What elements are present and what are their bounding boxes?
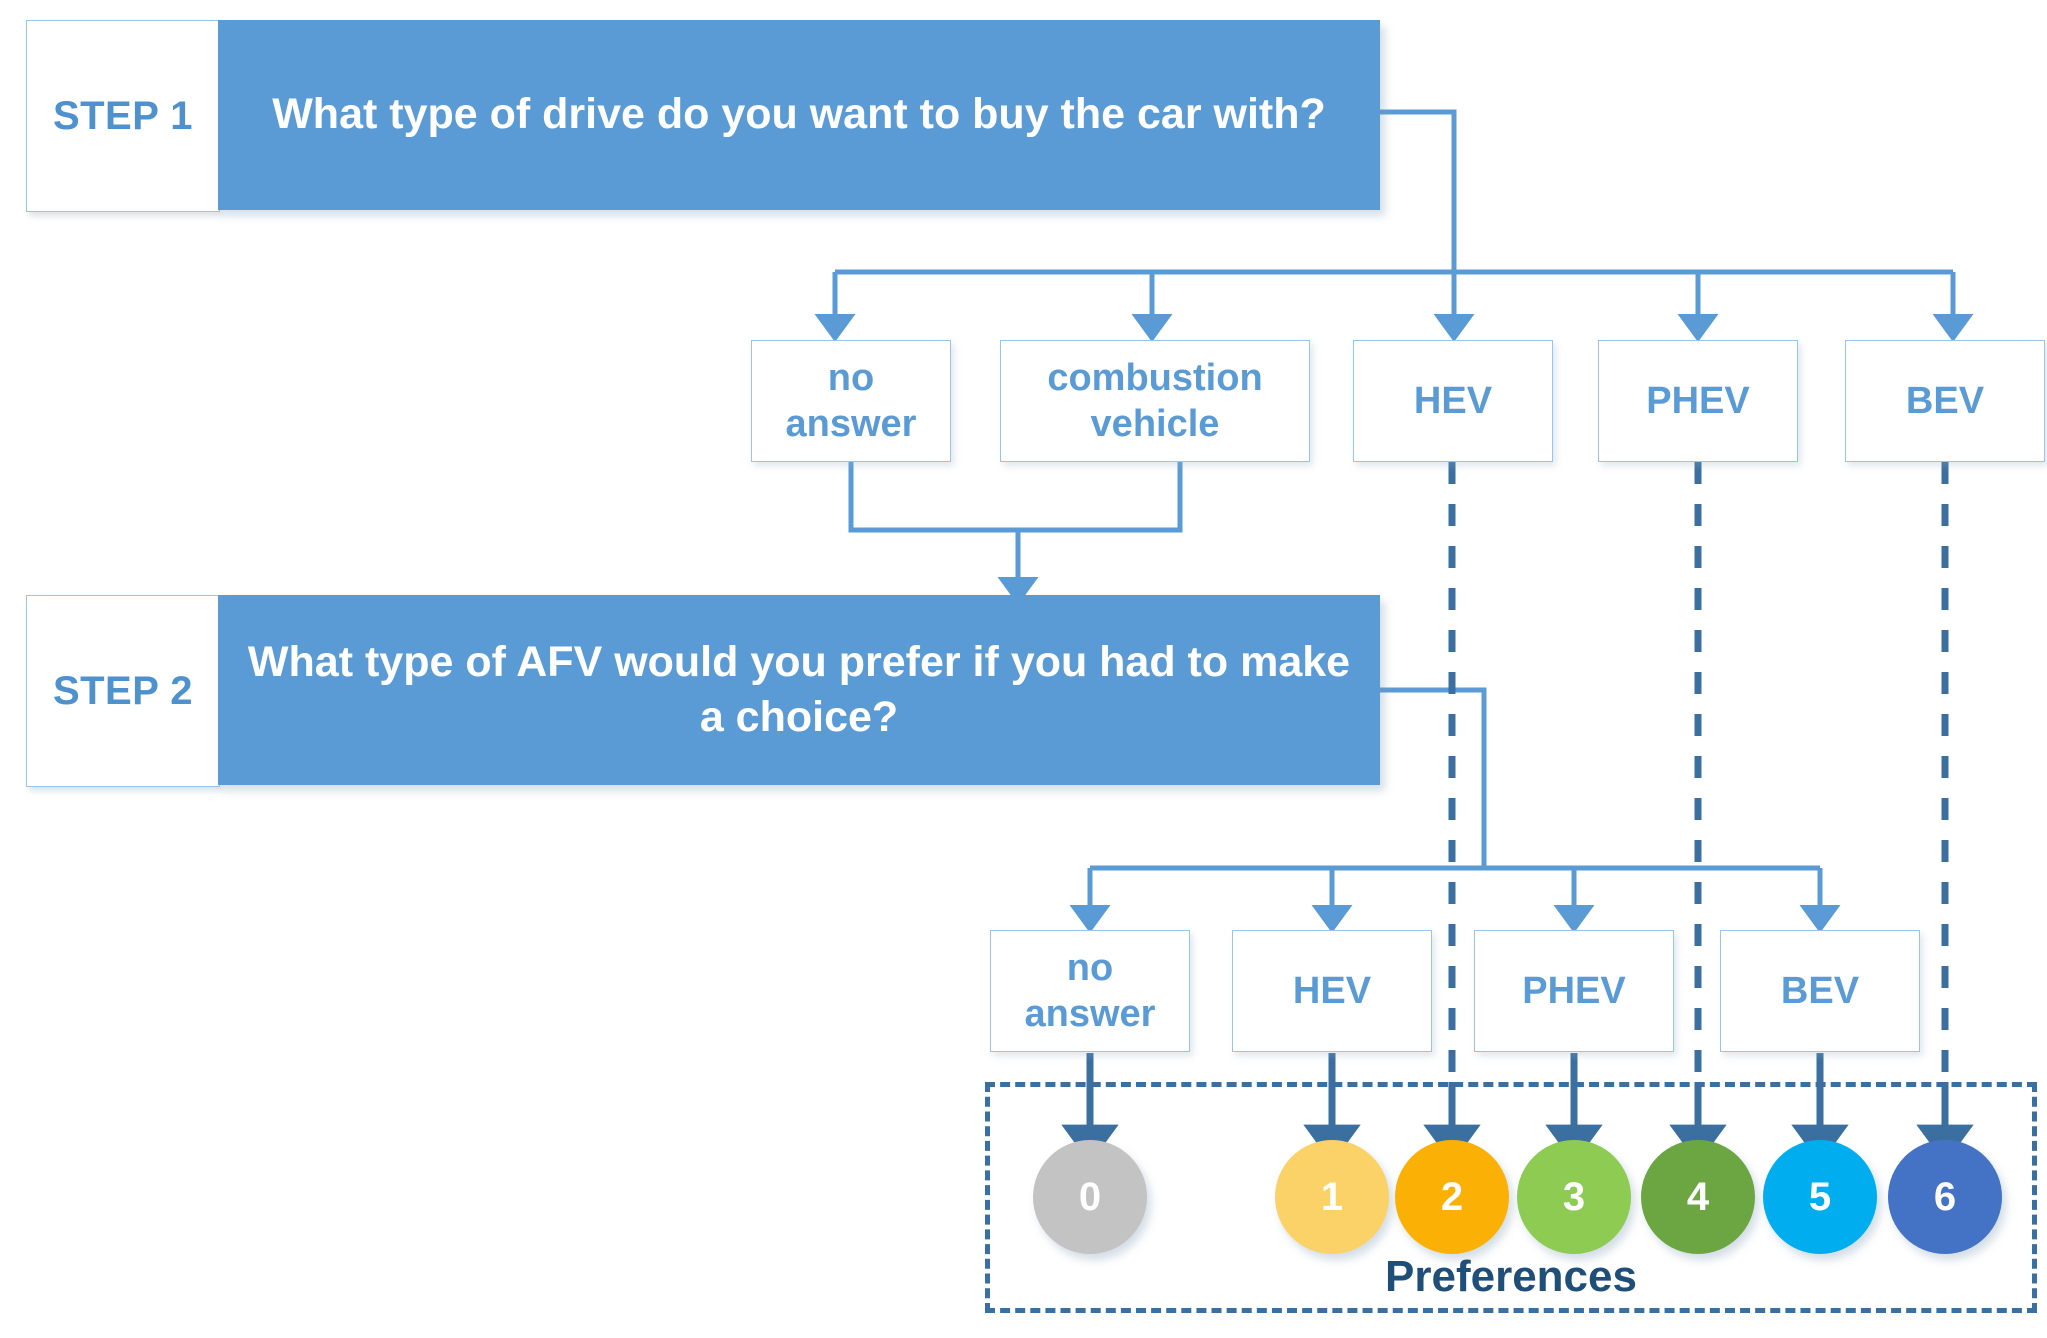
step1-option-phev[interactable]: PHEV — [1598, 340, 1798, 462]
step-2-question-bar: What type of AFV would you prefer if you… — [218, 595, 1380, 785]
preference-circle-5[interactable]: 5 — [1763, 1140, 1877, 1254]
preference-circle-1[interactable]: 1 — [1275, 1140, 1389, 1254]
step1-option-no-answer-label: no answer — [786, 355, 917, 448]
step2-option-hev[interactable]: HEV — [1232, 930, 1432, 1052]
preference-circle-2[interactable]: 2 — [1395, 1140, 1509, 1254]
step1-option-hev-label: HEV — [1413, 379, 1493, 422]
step-2-tag: STEP 2 — [26, 595, 220, 787]
step1-option-combustion-vehicle-label: combustion vehicle — [1047, 355, 1262, 448]
preference-circle-0[interactable]: 0 — [1033, 1140, 1147, 1254]
step-1-question-bar: What type of drive do you want to buy th… — [218, 20, 1380, 210]
step-2-tag-label: STEP 2 — [52, 668, 194, 713]
step-2-question-text: What type of AFV would you prefer if you… — [247, 637, 1351, 741]
step2-option-no-answer-label: no answer — [1025, 945, 1156, 1038]
preference-circle-3[interactable]: 3 — [1517, 1140, 1631, 1254]
line-2: answer — [785, 403, 917, 445]
step2-option-no-answer[interactable]: no answer — [990, 930, 1190, 1052]
step-1-tag: STEP 1 — [26, 20, 220, 212]
preference-circle-5-value: 5 — [1808, 1174, 1832, 1219]
step2-option-phev[interactable]: PHEV — [1474, 930, 1674, 1052]
step1-option-bev[interactable]: BEV — [1845, 340, 2045, 462]
preference-circle-4-value: 4 — [1686, 1174, 1710, 1219]
preference-circle-6-value: 6 — [1933, 1174, 1957, 1219]
preferences-label: Preferences — [985, 1252, 2037, 1302]
preference-circle-1-value: 1 — [1320, 1174, 1344, 1219]
step1-option-no-answer[interactable]: no answer — [751, 340, 951, 462]
step1-option-combustion-vehicle[interactable]: combustion vehicle — [1000, 340, 1310, 462]
step2-option-phev-label: PHEV — [1522, 969, 1626, 1012]
preferences-frame — [985, 1082, 2037, 1313]
line-1: no — [827, 356, 875, 399]
step1-option-phev-label: PHEV — [1646, 379, 1750, 422]
step2-option-bev-label: BEV — [1780, 969, 1860, 1012]
preferences-label-text: Preferences — [1385, 1252, 1637, 1301]
step-1-question-text: What type of drive do you want to buy th… — [272, 90, 1326, 139]
line-2: vehicle — [1090, 403, 1220, 445]
line-2: answer — [1024, 993, 1156, 1035]
step2-option-hev-label: HEV — [1292, 969, 1372, 1012]
line-1: no — [1066, 946, 1114, 989]
preference-circle-2-value: 2 — [1440, 1174, 1464, 1219]
preference-circle-6[interactable]: 6 — [1888, 1140, 2002, 1254]
step-1-tag-label: STEP 1 — [52, 93, 194, 138]
step1-option-hev[interactable]: HEV — [1353, 340, 1553, 462]
step1-option-bev-label: BEV — [1905, 379, 1985, 422]
preference-circle-4[interactable]: 4 — [1641, 1140, 1755, 1254]
preference-circle-0-value: 0 — [1078, 1174, 1102, 1219]
preference-circle-3-value: 3 — [1562, 1174, 1586, 1219]
line-1: combustion — [1047, 356, 1263, 399]
step2-option-bev[interactable]: BEV — [1720, 930, 1920, 1052]
